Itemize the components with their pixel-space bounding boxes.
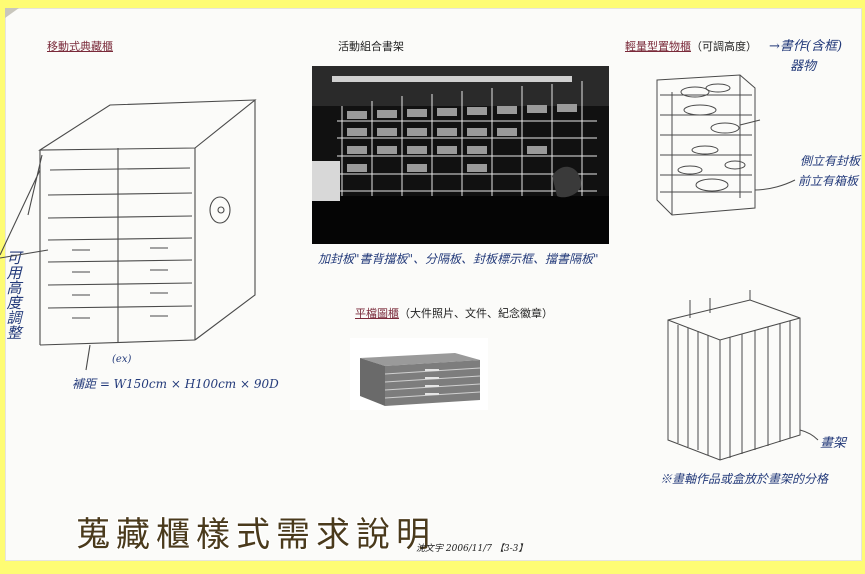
label-mobile-cabinet: 移動式典藏櫃	[47, 40, 113, 53]
note-top-right: →書作(含框)	[769, 39, 843, 54]
cabinet-sketch	[0, 99, 257, 371]
flat-cabinet-photo-image	[360, 353, 481, 406]
label-active-shelf: 活動組合書架	[338, 40, 404, 53]
page-corner	[5, 8, 19, 18]
shelving-photo	[312, 66, 609, 244]
label-flat-cabinet: 平檔圖櫃（大件照片、文件、紀念徽章）	[355, 307, 553, 320]
light-cabinet-sketch	[656, 74, 796, 216]
page-footer: 沈文宇 2006/11/7 【3-3】	[416, 544, 528, 554]
note-shelf-accessories: 加封板"書背擋板"、分隔板、封板標示框、擋書隔板"	[318, 252, 599, 266]
note-front-panel: 前立有箱板	[798, 174, 859, 188]
note-dims-ex: (ex)	[112, 354, 132, 365]
note-left-vertical: 可用高度調整	[4, 250, 23, 340]
label-flat-cabinet-note: （大件照片、文件、紀念徽章）	[399, 307, 553, 320]
note-scroll-storage: ※畫軸作品或盒放於畫架的分格	[660, 472, 829, 486]
note-dimensions: 補距 = W150cm × H100cm × 90D	[72, 377, 279, 391]
rack-sketch	[667, 290, 819, 461]
flat-cabinet-photo	[350, 338, 488, 410]
shelving-photo-image	[312, 66, 609, 244]
note-top-right-2: 器物	[790, 59, 817, 74]
label-light-cabinet-note: （可調高度）	[691, 40, 757, 53]
label-light-cabinet: 輕量型置物櫃（可調高度）	[625, 40, 757, 53]
document-title: 蒐藏櫃樣式需求說明	[76, 515, 436, 555]
note-side-panel: 側立有封板	[800, 154, 861, 168]
note-rack: 畫架	[820, 436, 847, 451]
